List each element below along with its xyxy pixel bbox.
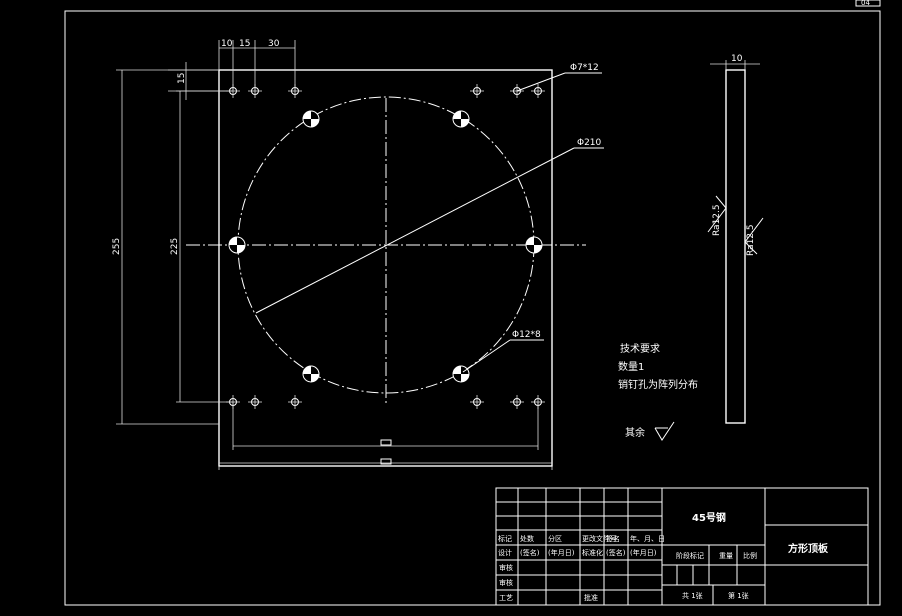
title-block: 标记处数分区更改文件号签名年、月、日设计(签名)(年月日)标准化(签名)(年月日… bbox=[495, 487, 869, 606]
side-thickness-dim: 10 bbox=[731, 54, 743, 64]
title-left-label: 审核 bbox=[499, 578, 513, 587]
large-holes bbox=[228, 110, 543, 383]
stage-label: 阶段标记 bbox=[676, 551, 704, 560]
large-hole bbox=[452, 110, 470, 128]
sheet-border bbox=[64, 10, 881, 606]
dim-inner-225: 225 bbox=[170, 238, 180, 255]
large-hole-label: Φ12*8 bbox=[512, 330, 541, 340]
small-hole bbox=[248, 395, 262, 409]
pcd-leader-line bbox=[255, 147, 575, 314]
large-hole bbox=[228, 236, 246, 254]
dim-30: 30 bbox=[268, 39, 280, 49]
small-hole-label: Φ7*12 bbox=[570, 63, 599, 73]
plan-view: Φ210 Φ7*12 Φ12*8 10 15 30 15 255 bbox=[112, 39, 604, 470]
title-row2-cell: 设计 bbox=[498, 548, 512, 557]
notes-rest: 其余 bbox=[625, 426, 645, 439]
roughness-mark-right bbox=[744, 217, 764, 255]
large-hole bbox=[525, 236, 543, 254]
rest-roughness-symbol bbox=[654, 421, 675, 441]
scale-label: 比例 bbox=[743, 551, 757, 560]
part-name-label: 方形顶板 bbox=[788, 542, 829, 555]
notes-line1: 数量1 bbox=[618, 360, 644, 373]
small-hole bbox=[510, 395, 524, 409]
large-hole bbox=[452, 365, 470, 383]
title-left-label: 审核 bbox=[499, 563, 513, 572]
material-label: 45号钢 bbox=[692, 511, 726, 524]
roughness-left: Ra12.5 bbox=[712, 204, 722, 236]
roughness-right: Ra12.5 bbox=[746, 224, 756, 256]
approve-label: 批准 bbox=[584, 593, 598, 602]
sheet-corner-label: 04 bbox=[861, 0, 870, 7]
title-header-cell: 签名 bbox=[606, 534, 620, 543]
dim-edge-15: 15 bbox=[177, 73, 187, 84]
small-hole bbox=[470, 395, 484, 409]
title-left-label: 工艺 bbox=[499, 594, 513, 602]
sheet-number: 第 1张 bbox=[728, 591, 749, 600]
technical-notes: 技术要求 数量1 销钉孔为阵列分布 其余 bbox=[618, 342, 698, 441]
sheet-corner-tag bbox=[855, 0, 881, 7]
title-header-cell: 更改文件号 bbox=[582, 534, 617, 543]
weight-label: 重量 bbox=[719, 552, 733, 560]
title-row2-cell: (签名) bbox=[520, 548, 540, 557]
dim-15: 15 bbox=[239, 39, 250, 49]
small-hole bbox=[531, 84, 545, 98]
plate-outline bbox=[218, 69, 553, 467]
title-header-cell: 分区 bbox=[548, 534, 562, 543]
dim-10: 10 bbox=[221, 39, 233, 49]
title-header-cell: 标记 bbox=[498, 534, 512, 543]
bottom-dim-box-1 bbox=[380, 439, 392, 446]
title-row2-cell: (年月日) bbox=[548, 548, 575, 557]
title-row2-cell: 标准化 bbox=[582, 548, 603, 557]
title-header-cell: 处数 bbox=[520, 534, 534, 543]
notes-title: 技术要求 bbox=[620, 342, 660, 355]
pcd-label: Φ210 bbox=[577, 138, 602, 148]
title-header-cell: 年、月、日 bbox=[630, 534, 665, 543]
roughness-mark-left bbox=[707, 195, 727, 233]
sheets-total: 共 1张 bbox=[682, 591, 703, 600]
small-hole bbox=[470, 84, 484, 98]
title-row2-cell: (签名) bbox=[606, 548, 626, 557]
notes-line2: 销钉孔为阵列分布 bbox=[618, 378, 698, 391]
large-hole bbox=[302, 110, 320, 128]
small-hole bbox=[288, 395, 302, 409]
side-plate bbox=[725, 69, 746, 424]
title-row2-cell: (年月日) bbox=[630, 548, 657, 557]
dim-outer-255: 255 bbox=[112, 238, 122, 255]
bottom-dim-box-2 bbox=[380, 458, 392, 465]
large-hole bbox=[302, 365, 320, 383]
side-view: 10 Ra12.5 Ra12.5 bbox=[707, 54, 764, 424]
